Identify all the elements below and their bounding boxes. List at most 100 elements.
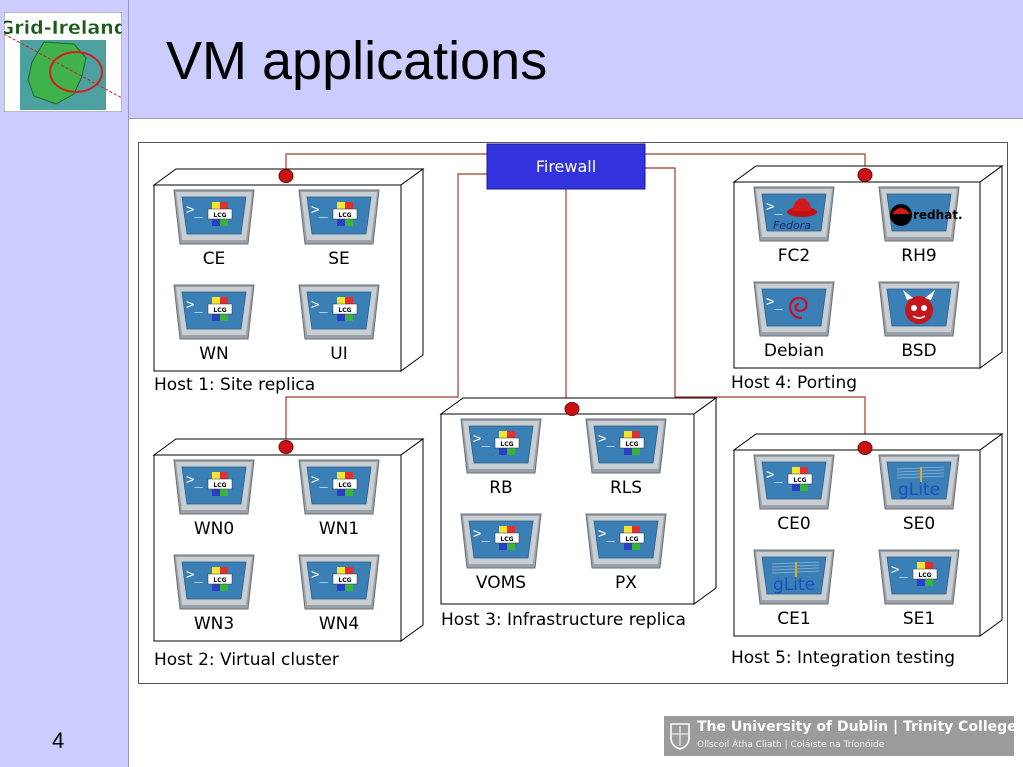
- page-title: VM applications: [166, 31, 548, 91]
- lcg-terminal-icon: >_ LCG: [460, 513, 542, 569]
- redhat-badge: redhat.: [913, 208, 963, 222]
- prompt-glyph: >_: [186, 297, 203, 313]
- link-line: [285, 173, 487, 447]
- host-label: Host 1: Site replica: [154, 375, 315, 395]
- vm-label: SE0: [903, 514, 935, 534]
- connection-node: [564, 402, 580, 416]
- vm-se: >_ LCG SE: [298, 189, 380, 269]
- lcg-terminal-icon: >_ LCG: [585, 513, 667, 569]
- lcg-terminal-icon: >_ LCG: [753, 454, 835, 510]
- box-side-face: [979, 165, 1003, 369]
- lcg-badge: LCG: [338, 307, 351, 314]
- firewall-box: [486, 143, 646, 190]
- university-name: The University of Dublin | Trinity Colle…: [697, 719, 1017, 735]
- host-label: Host 3: Infrastructure replica: [441, 610, 686, 630]
- lcg-badge: LCG: [793, 477, 806, 484]
- prompt-glyph: >_: [473, 526, 490, 542]
- vm-label: SE: [328, 249, 350, 269]
- lcg-terminal-icon: >_ LCG: [173, 284, 255, 340]
- lcg-terminal-icon: >_ LCG: [460, 418, 542, 474]
- prompt-glyph: >_: [311, 472, 328, 488]
- lcg-badge: LCG: [625, 441, 638, 448]
- host-label: Host 2: Virtual cluster: [154, 650, 339, 670]
- host-label: Host 4: Porting: [731, 373, 857, 393]
- vm-label: CE1: [777, 609, 810, 629]
- lcg-badge: LCG: [500, 536, 513, 543]
- university-logo: The University of Dublin | Trinity Colle…: [664, 716, 1017, 756]
- box-side-face: [400, 438, 424, 642]
- connection-node: [278, 169, 294, 183]
- vm-label: UI: [330, 344, 347, 364]
- glite-icon: gLite: [878, 454, 960, 510]
- lcg-badge: LCG: [338, 482, 351, 489]
- lcg-terminal-icon: >_ LCG: [298, 554, 380, 610]
- lcg-terminal-icon: >_LCG: [173, 189, 255, 245]
- network-links: [285, 153, 866, 448]
- grid-ireland-logo: Grid-Ireland: [4, 12, 122, 112]
- lcg-terminal-icon: >_ LCG: [585, 418, 667, 474]
- prompt-glyph: >_: [473, 431, 490, 447]
- header-band: [0, 0, 1023, 119]
- lcg-badge: LCG: [213, 212, 226, 219]
- lcg-terminal-icon: >_ LCG: [173, 554, 255, 610]
- prompt-glyph: >_: [598, 526, 615, 542]
- box-side-face: [693, 397, 717, 605]
- vm-label: RH9: [901, 246, 936, 266]
- vm-label: WN4: [319, 614, 359, 634]
- prompt-glyph: >_: [311, 297, 328, 313]
- lcg-terminal-icon: >_ LCG: [298, 284, 380, 340]
- firewall-label: Firewall: [536, 157, 596, 176]
- vm-ce: >_LCG CE: [173, 189, 255, 269]
- lcg-badge: LCG: [918, 572, 931, 579]
- lcg-badge: LCG: [625, 536, 638, 543]
- prompt-glyph: >_: [766, 467, 783, 483]
- fedora-icon: >_Fedora: [753, 186, 835, 242]
- monitor-screen: [761, 288, 827, 327]
- vm-se1: >_ LCG SE1: [878, 549, 960, 629]
- lcg-badge: LCG: [338, 212, 351, 219]
- lcg-terminal-icon: >_ LCG: [878, 549, 960, 605]
- prompt-glyph: >_: [186, 567, 203, 583]
- vm-wn4: >_ LCG WN4: [298, 554, 380, 634]
- firewall-group: Firewall: [486, 143, 646, 190]
- lcg-badge: LCG: [338, 577, 351, 584]
- vm-bsd: BSD: [878, 281, 960, 361]
- vm-label: WN: [199, 344, 229, 364]
- prompt-glyph: >_: [891, 562, 908, 578]
- vm-debian: >_Debian: [753, 281, 835, 361]
- vm-wn: >_ LCG WN: [173, 284, 255, 364]
- lcg-badge: LCG: [213, 577, 226, 584]
- prompt-glyph: >_: [311, 202, 328, 218]
- vm-label: RB: [489, 478, 512, 498]
- vm-ui: >_ LCG UI: [298, 284, 380, 364]
- vm-label: SE1: [903, 609, 935, 629]
- glite-badge: gLite: [898, 480, 940, 500]
- prompt-glyph: >_: [311, 567, 328, 583]
- glite-badge: gLite: [773, 575, 815, 595]
- connection-node: [278, 440, 294, 454]
- prompt-glyph: >_: [598, 431, 615, 447]
- fedora-badge: Fedora: [773, 219, 811, 232]
- vm-rh9: redhat. RH9: [878, 186, 963, 266]
- link-line: [645, 167, 866, 448]
- slide-number: 4: [52, 728, 65, 753]
- prompt-glyph: >_: [186, 472, 203, 488]
- debian-swirl-icon: >_: [753, 281, 835, 337]
- lcg-badge: LCG: [213, 307, 226, 314]
- vm-label: CE0: [777, 514, 810, 534]
- vm-label: WN0: [194, 519, 234, 539]
- vm-label: CE: [203, 249, 226, 269]
- lcg-badge: LCG: [500, 441, 513, 448]
- logo-text: Grid-Ireland: [4, 17, 122, 39]
- vm-rb: >_ LCG RB: [460, 418, 542, 498]
